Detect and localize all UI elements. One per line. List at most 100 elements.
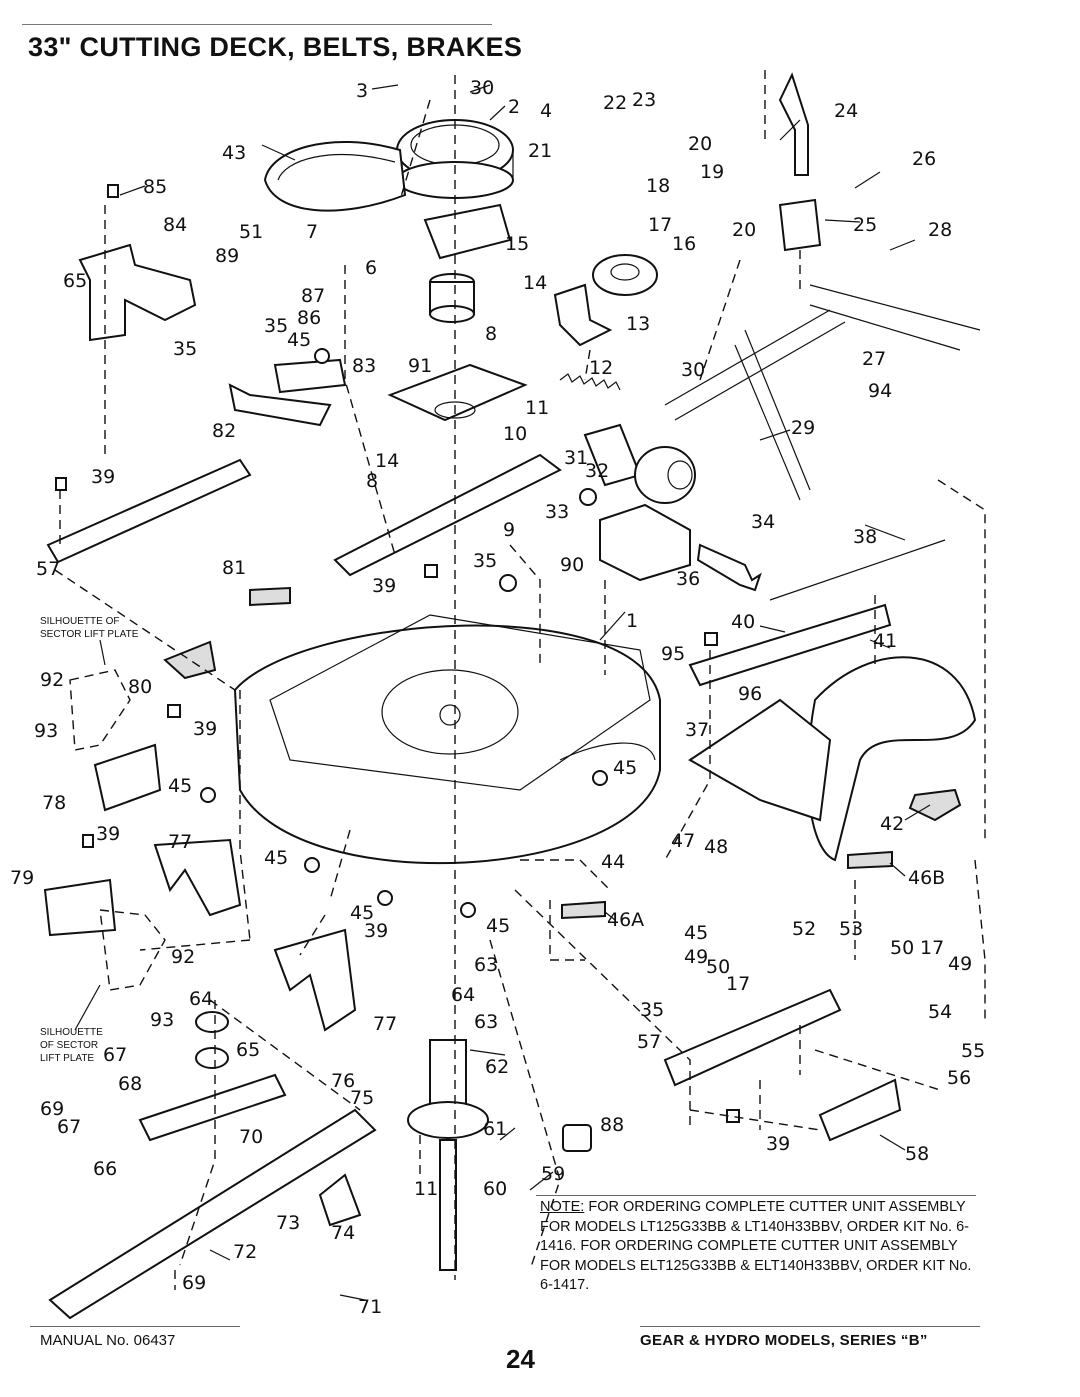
part-number-labels: 1 2 3 4 6 7 8 8 9 10 11 11 12 13 14 14 1… [10, 77, 985, 1318]
part-label: 63 [474, 954, 498, 976]
part-label: 45 [264, 847, 288, 869]
part-label: 37 [685, 719, 709, 741]
part-label: 57 [36, 558, 60, 580]
part-label: 93 [150, 1009, 174, 1031]
series-label: GEAR & HYDRO MODELS, SERIES “B” [640, 1332, 928, 1349]
part-label: 56 [947, 1067, 971, 1089]
part-label: 30 [681, 359, 705, 381]
lift-linkage [664, 284, 981, 501]
decal-80 [163, 640, 217, 680]
part-label: 23 [632, 89, 656, 111]
part-label: 24 [834, 100, 858, 122]
blade-adapter [138, 1073, 287, 1142]
part-label: 45 [486, 915, 510, 937]
part-label: 39 [96, 823, 120, 845]
plate-78 [93, 743, 162, 812]
part-label: 39 [372, 575, 396, 597]
part-label: 8 [485, 323, 497, 345]
part-label: 96 [738, 683, 762, 705]
right-hanger-plate [663, 988, 842, 1087]
part-label: 39 [91, 466, 115, 488]
part-label: 80 [128, 676, 152, 698]
part-label: 30 [470, 77, 494, 99]
part-label: 86 [297, 307, 321, 329]
part-label: 39 [193, 718, 217, 740]
part-label: 63 [474, 1011, 498, 1033]
silhouette-line: SECTOR LIFT PLATE [40, 629, 139, 640]
bearing-64 [195, 1011, 229, 1033]
silhouette-line: SILHOUETTE OF [40, 616, 119, 627]
part-label: 16 [672, 233, 696, 255]
part-label: 73 [276, 1212, 300, 1234]
part-label: 17 [648, 214, 672, 236]
part-label: 95 [661, 643, 685, 665]
part-label: 60 [483, 1178, 507, 1200]
part-label: 9 [503, 519, 515, 541]
part-label: 69 [182, 1272, 206, 1294]
spindle-spacer [429, 273, 475, 323]
part-label: 35 [264, 315, 288, 337]
part-label: 55 [961, 1040, 985, 1062]
clevis-25 [778, 198, 822, 252]
brake-lever [778, 72, 809, 176]
part-label: 62 [485, 1056, 509, 1078]
lift-arm-82 [228, 383, 332, 427]
part-label: 28 [928, 219, 952, 241]
part-label: 49 [684, 946, 708, 968]
part-label: 14 [523, 272, 547, 294]
belt-guard [423, 203, 512, 260]
part-label: 92 [171, 946, 195, 968]
part-label: 54 [928, 1001, 952, 1023]
part-label: 38 [853, 526, 877, 548]
part-label: 43 [222, 142, 246, 164]
part-label: 39 [364, 920, 388, 942]
part-label: 59 [541, 1163, 565, 1185]
silhouette-caption-upper: SILHOUETTE OF SECTOR LIFT PLATE [40, 616, 139, 640]
part-label: 17 [726, 973, 750, 995]
part-label: 92 [40, 669, 64, 691]
note-label: NOTE: [540, 1199, 585, 1215]
part-label: 53 [839, 918, 863, 940]
part-label: 65 [63, 270, 87, 292]
part-label: 83 [352, 355, 376, 377]
part-label: 46A [607, 909, 644, 931]
part-label: 26 [912, 148, 936, 170]
part-label: 72 [233, 1241, 257, 1263]
sector-silhouette-lower [99, 909, 166, 991]
bracket-84 [78, 243, 197, 342]
part-label: 10 [503, 423, 527, 445]
part-label: 11 [414, 1178, 438, 1200]
title-rule [22, 24, 492, 25]
part-label: 12 [589, 357, 613, 379]
part-label: 90 [560, 554, 584, 576]
part-label: 91 [408, 355, 432, 377]
part-label: 42 [880, 813, 904, 835]
part-label: 47 [671, 830, 695, 852]
cutting-deck-housing [233, 614, 661, 865]
part-label: 67 [103, 1044, 127, 1066]
part-label: 76 [331, 1070, 355, 1092]
part-label: 85 [143, 176, 167, 198]
part-label: 41 [873, 630, 897, 652]
idler-pulley [592, 254, 658, 296]
assembly-lines [54, 70, 986, 1290]
part-label: 4 [540, 100, 552, 122]
bolt-set [55, 184, 740, 1123]
part-label: 50 [706, 956, 730, 978]
part-label: 31 [564, 447, 588, 469]
bearing-65 [195, 1047, 229, 1069]
plate-79 [43, 878, 117, 937]
part-label: 13 [626, 313, 650, 335]
part-label: 78 [42, 792, 66, 814]
manual-number: MANUAL No. 06437 [40, 1332, 176, 1349]
part-label: 87 [301, 285, 325, 307]
ordering-note: NOTE: FOR ORDERING COMPLETE CUTTER UNIT … [540, 1198, 980, 1296]
part-label: 49 [948, 953, 972, 975]
part-label: 21 [528, 140, 552, 162]
sector-lift-plate-40 [688, 603, 892, 687]
part-label: 79 [10, 867, 34, 889]
part-label: 74 [331, 1222, 355, 1244]
decal-46b [847, 850, 893, 870]
